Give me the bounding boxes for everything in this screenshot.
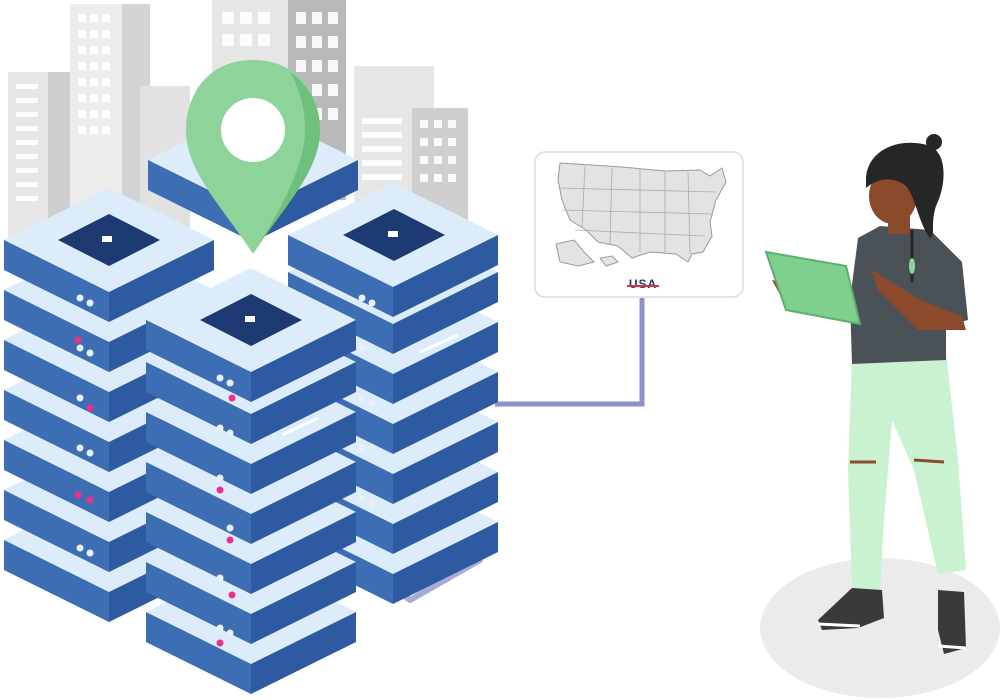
server-stack-front [146, 268, 356, 694]
hair [866, 142, 944, 238]
tablet-device [764, 250, 862, 326]
pants [848, 352, 966, 590]
left-shoe [818, 588, 884, 630]
map-country-label: USA [629, 277, 657, 291]
location-pin-icon [186, 60, 320, 254]
server-stack-right [288, 183, 498, 604]
right-arm [872, 270, 966, 330]
usa-map-card: USA [534, 151, 744, 298]
connection-cable [495, 298, 645, 407]
server-stack-left [4, 188, 214, 622]
hawaii-graphic [599, 255, 619, 267]
person-figure [764, 134, 968, 654]
alaska-graphic [555, 239, 595, 267]
right-shoe [938, 590, 966, 654]
